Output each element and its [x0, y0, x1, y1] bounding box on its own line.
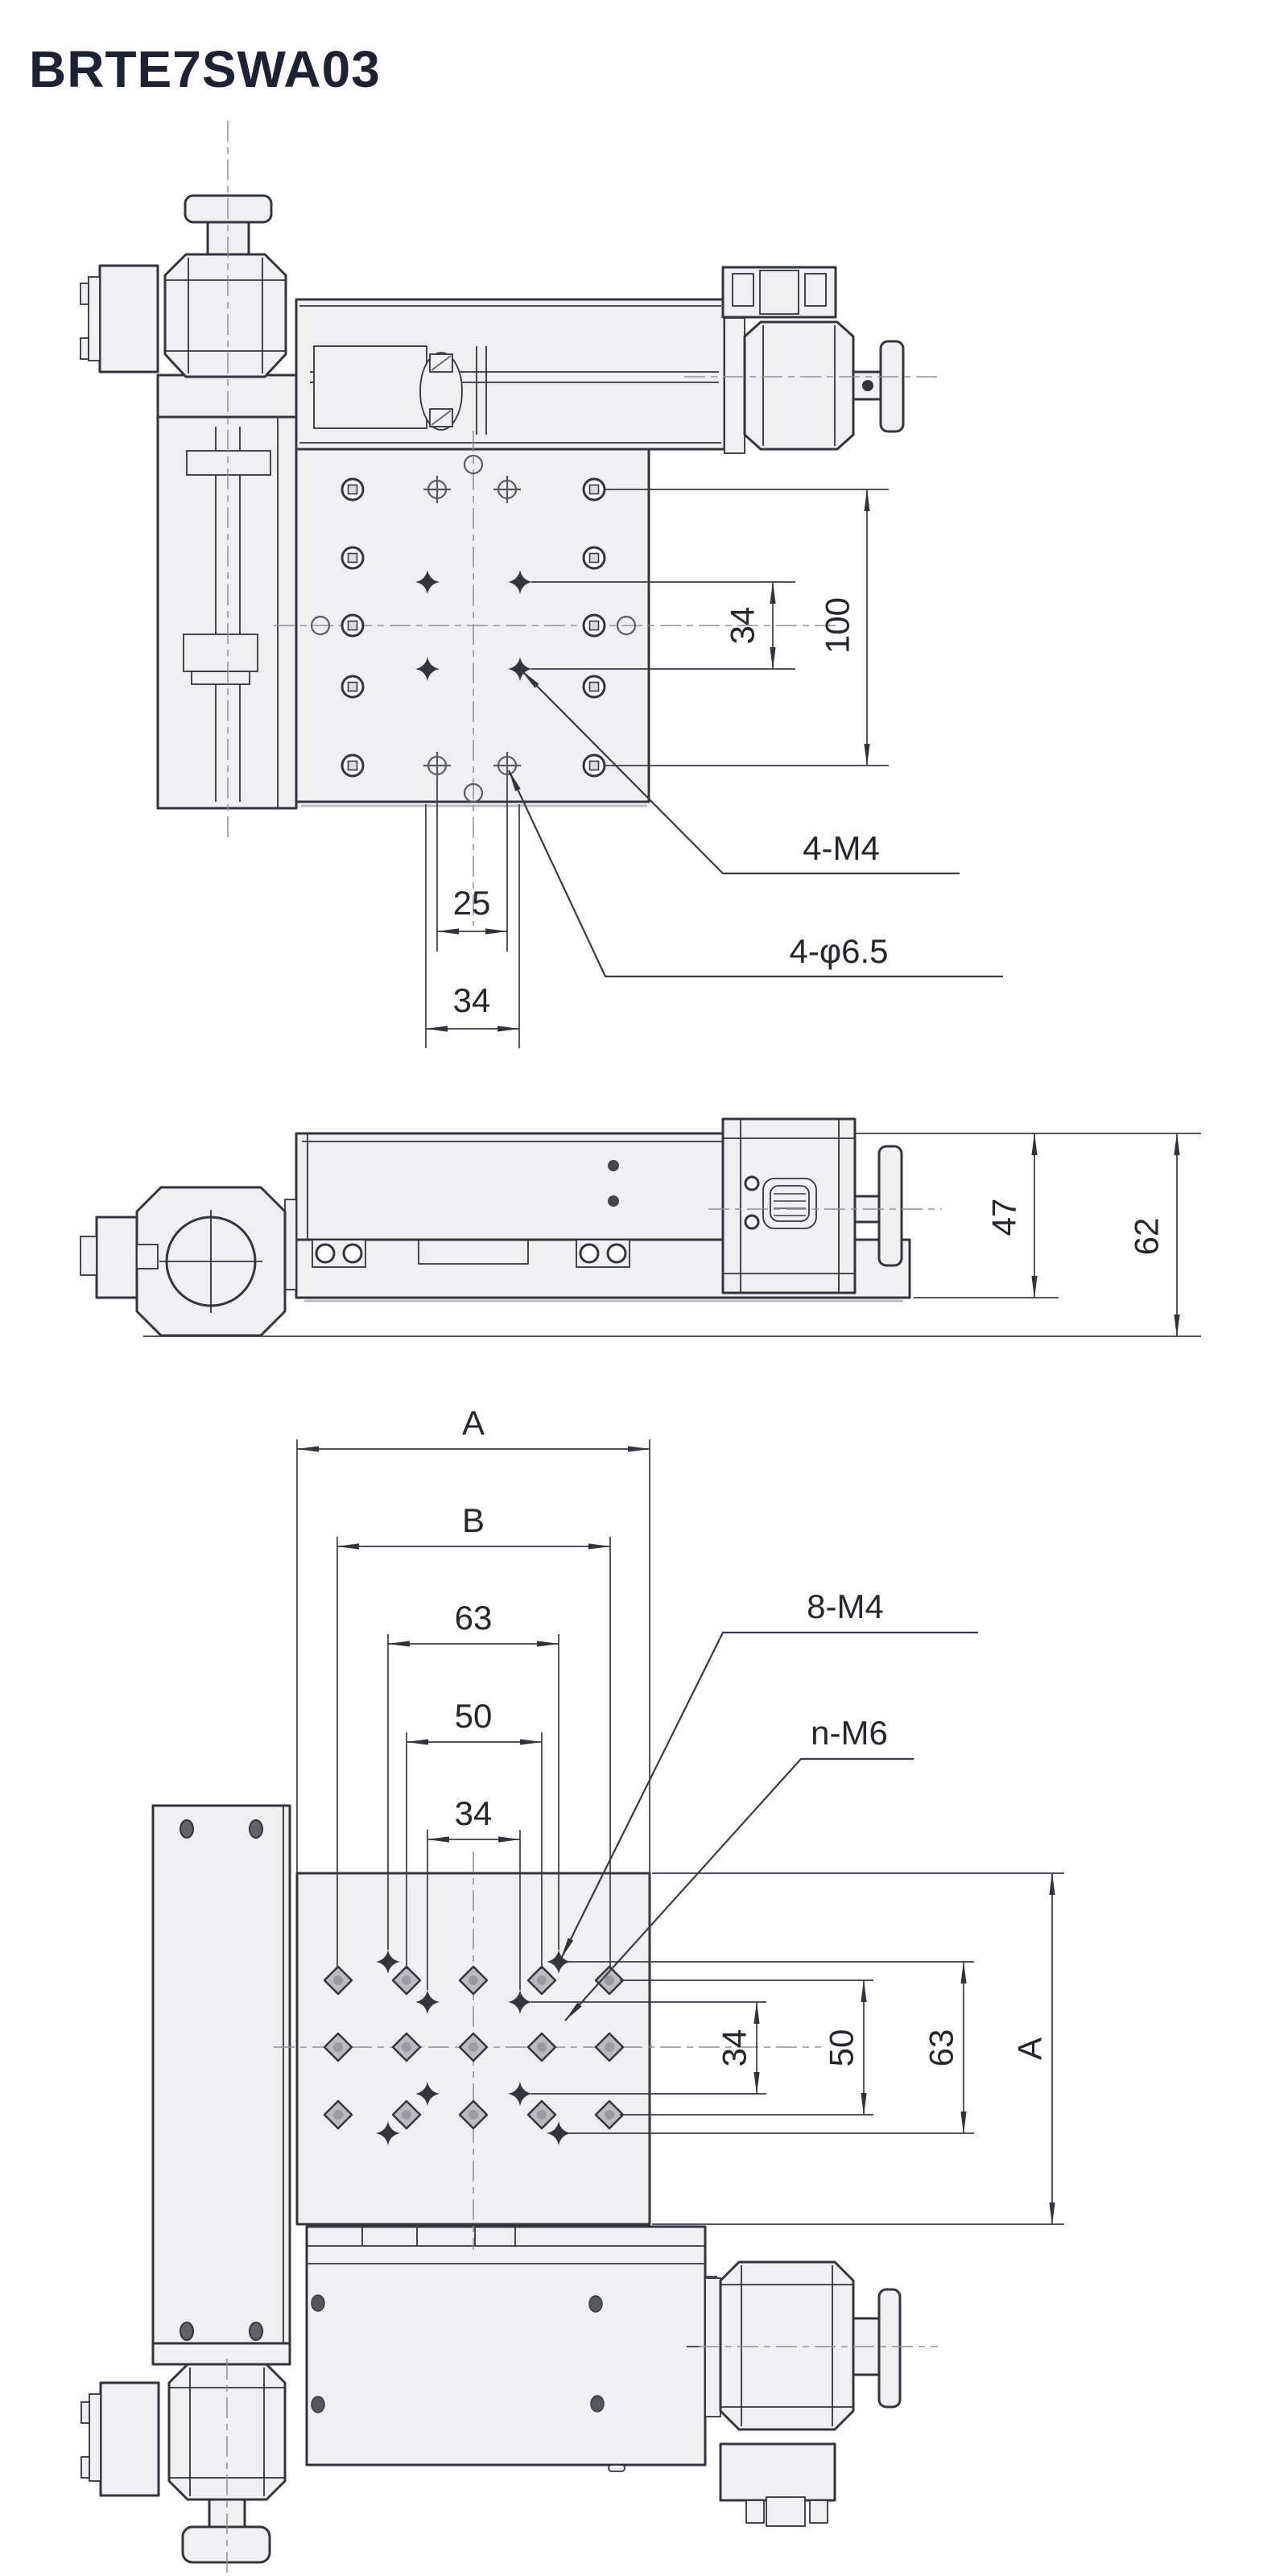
top-plate [274, 431, 837, 926]
y-motor-connector [98, 264, 159, 374]
side-view: 47 62 [80, 1117, 1201, 1337]
base-screw-icon [311, 2396, 325, 2413]
page-title: BRTE7SWA03 [29, 40, 381, 98]
dim-34-right: 34 [716, 2029, 753, 2067]
screw-hole-icon [341, 675, 365, 699]
base-screw-icon [588, 2295, 603, 2313]
dim-B-top: B [462, 1501, 485, 1539]
base-bottom [305, 2225, 707, 2467]
dim-34-top: 34 [455, 1794, 493, 1832]
dim-25-horizontal: 25 [453, 884, 491, 922]
shaft-center [862, 380, 873, 391]
x-knob-bottom [877, 2288, 902, 2409]
dim-50-top: 50 [455, 1697, 493, 1735]
dim-50-right: 50 [823, 2029, 861, 2067]
leader-n-m6 [564, 1757, 914, 2021]
y-knob-bottom [181, 2525, 271, 2564]
screw-hole-icon [582, 546, 606, 570]
slot-hole-icon [249, 1819, 263, 1839]
y-stage-body [156, 415, 298, 810]
y-rail-bottom [151, 1804, 291, 2357]
label-n-m6: n-M6 [811, 1714, 888, 1752]
dim-47: 47 [985, 1199, 1023, 1236]
y-motor [163, 253, 287, 378]
x-motor-bottom [699, 2260, 938, 2527]
x-knob-side [877, 1145, 903, 1267]
dim-63-right: 63 [923, 2029, 960, 2067]
label-8-m4: 8-M4 [807, 1587, 884, 1625]
x-axis-drive [295, 266, 942, 454]
y-face-hub [95, 1216, 138, 1299]
slot-hole-icon [249, 2322, 263, 2341]
x-motor-connector-bottom [719, 2442, 836, 2502]
base-screw-icon [311, 2294, 325, 2312]
side-view-dimensions: 47 62 [143, 1133, 1201, 1337]
screw-hole-icon [582, 675, 606, 699]
label-4-phi65: 4-φ6.5 [790, 932, 889, 970]
screw-dot [608, 1195, 619, 1207]
y-motor-body [167, 2363, 287, 2501]
y-motor-connector-bottom [99, 2381, 160, 2497]
screw-hole-icon [341, 753, 365, 778]
x-motor [743, 320, 855, 451]
slot-hole-icon [180, 2322, 194, 2341]
motor-bracket [156, 374, 298, 419]
bottom-view-leaders: 8-M4 n-M6 [560, 1587, 978, 2021]
dim-62: 62 [1128, 1218, 1166, 1256]
bottom-view: A B 63 50 34 34 50 [80, 1404, 1064, 2573]
screw-hole-icon [582, 613, 606, 638]
label-4-m4: 4-M4 [803, 829, 880, 867]
screw-hole-icon [582, 477, 606, 502]
screw-hole-icon [582, 753, 606, 778]
screw-hole-icon [341, 613, 365, 638]
top-view-dimensions: 34 100 25 34 4-M4 4-φ6.5 [425, 489, 1003, 1048]
y-motor-bottom [80, 2342, 291, 2573]
dim-A-right: A [1011, 2037, 1049, 2060]
x-motor-body [719, 2260, 855, 2431]
bottom-view-right-dimensions: 34 50 63 A [531, 1872, 1064, 2225]
screw-hole-icon [341, 546, 365, 570]
slot-hole-icon [180, 1819, 194, 1839]
coupling [183, 634, 258, 672]
screw-dot [608, 1160, 619, 1171]
screw-hole-icon [341, 477, 365, 502]
leader-8-m4 [560, 1631, 978, 1959]
x-knob [879, 340, 905, 433]
leader-4-phi65 [508, 770, 1003, 978]
top-view: 34 100 25 34 4-M4 4-φ6.5 [80, 121, 1003, 1048]
dim-34-vertical: 34 [724, 607, 762, 645]
leader-4-m4 [521, 670, 960, 875]
dim-100-vertical: 100 [819, 597, 857, 654]
dim-34-horizontal: 34 [453, 981, 491, 1019]
dim-63-top: 63 [455, 1599, 493, 1637]
bottom-view-top-dimensions: A B 63 50 34 [296, 1404, 650, 1990]
y-axis-drive [80, 121, 298, 841]
dim-A-top: A [462, 1404, 485, 1442]
base-screw-icon [590, 2395, 605, 2413]
